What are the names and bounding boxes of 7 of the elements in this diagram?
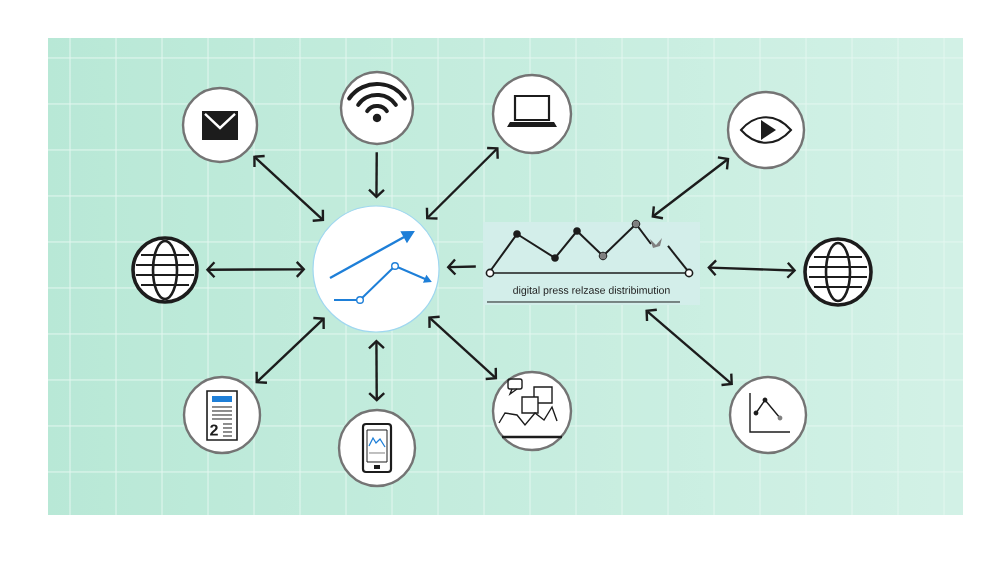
icon-circle bbox=[337, 408, 417, 488]
icon-circle bbox=[491, 73, 573, 155]
icon-circle bbox=[726, 90, 806, 170]
chart-circle bbox=[312, 205, 440, 333]
icon-circle bbox=[339, 70, 415, 146]
digit-label: 2 bbox=[210, 424, 218, 436]
icon-circle bbox=[728, 375, 808, 455]
